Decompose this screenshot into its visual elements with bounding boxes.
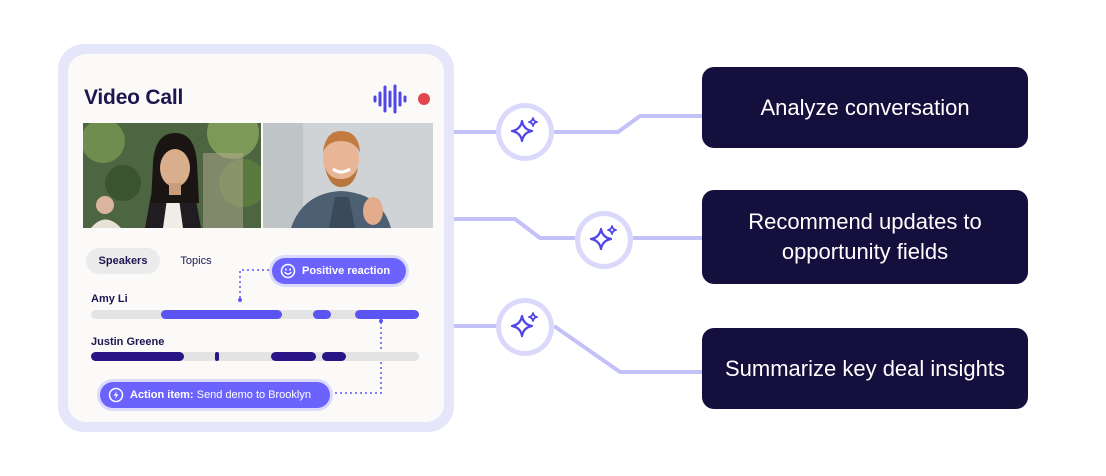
sparkle-icon: [510, 117, 538, 143]
video-tile-participant-2[interactable]: [263, 123, 433, 228]
ai-node-2: [575, 211, 633, 269]
speaking-segment: [271, 352, 316, 361]
speaker-timeline-amy: [91, 310, 419, 319]
positive-reaction-label: Positive reaction: [302, 265, 391, 277]
feature-label: Summarize key deal insights: [724, 355, 1005, 381]
tab-speakers[interactable]: Speakers: [86, 248, 160, 274]
recording-dot-icon: [418, 93, 430, 105]
ai-node-3: [496, 298, 554, 356]
sparkle-icon: [510, 312, 538, 338]
connector-line-2: [444, 217, 704, 240]
sparkle-icon: [589, 225, 617, 251]
smile-icon: [280, 263, 296, 279]
positive-reaction-pill[interactable]: Positive reaction: [272, 258, 406, 284]
speaker-timeline-justin: [91, 352, 419, 361]
speaking-segment: [161, 310, 282, 319]
feature-analyze-conversation: Analyze conversation: [702, 67, 1028, 148]
ai-node-1: [496, 103, 554, 161]
speaker-name-justin: Justin Greene: [91, 336, 165, 348]
participant-2-image: [263, 123, 433, 228]
feature-label: Recommend updates to opportunity fields: [748, 209, 982, 264]
waveform-icon: [373, 84, 407, 114]
speaker-name-amy: Amy Li: [91, 293, 128, 305]
feature-summarize-insights: Summarize key deal insights: [702, 328, 1028, 409]
card-title: Video Call: [84, 86, 184, 109]
speaking-segment: [313, 310, 331, 319]
lightning-icon: [108, 387, 124, 403]
action-item-detail: Send demo to Brooklyn: [196, 389, 311, 401]
speaking-segment: [215, 352, 219, 361]
speaking-segment: [91, 352, 184, 361]
action-item-pill[interactable]: Action item: Send demo to Brooklyn: [100, 382, 330, 408]
tab-topics[interactable]: Topics: [180, 255, 212, 267]
speaking-segment: [355, 310, 419, 319]
feature-recommend-updates: Recommend updates to opportunity fields: [702, 190, 1028, 284]
feature-label: Analyze conversation: [760, 94, 970, 120]
action-item-label: Action item:: [130, 389, 194, 401]
speaking-segment: [322, 352, 346, 361]
video-tile-participant-1[interactable]: [83, 123, 261, 228]
participant-1-image: [83, 123, 261, 228]
